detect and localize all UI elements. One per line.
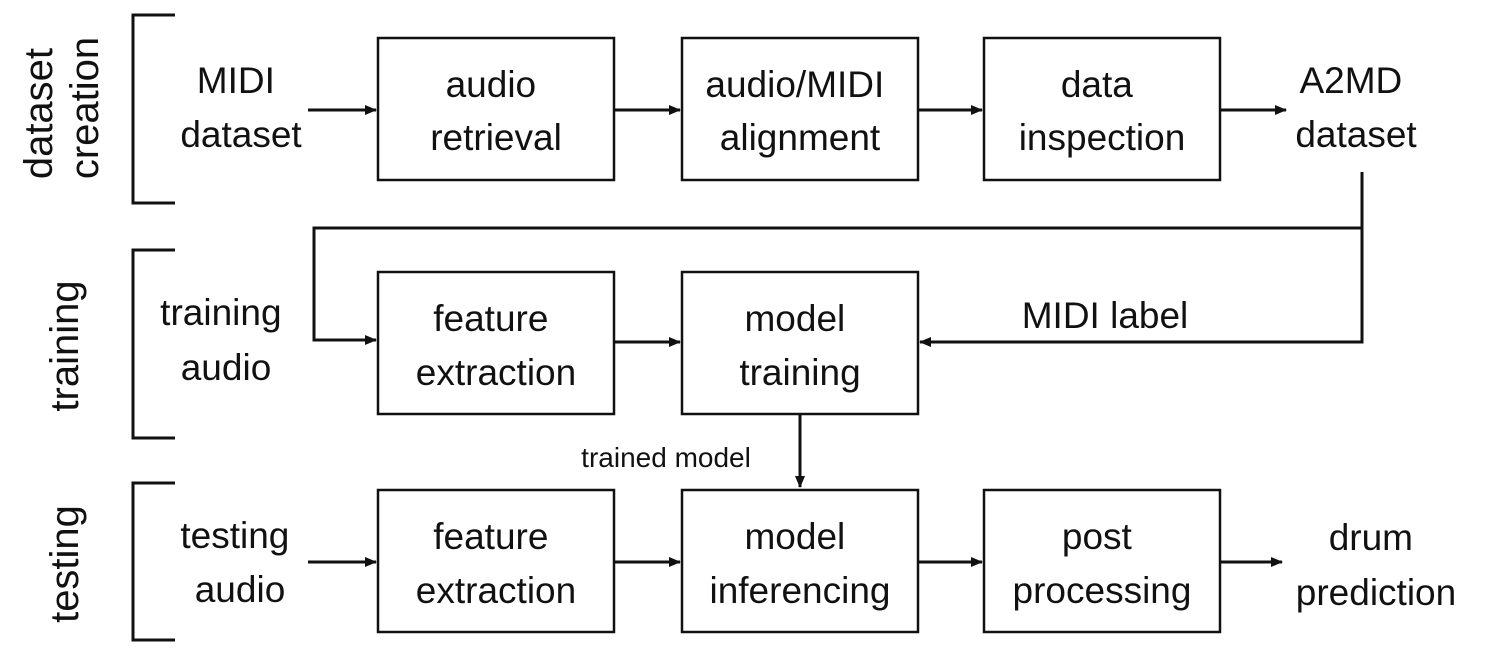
midi-label-text: MIDI label bbox=[1022, 295, 1189, 336]
feature-extraction-test-box bbox=[376, 488, 616, 634]
bracket-testing bbox=[131, 481, 175, 642]
drum-prediction-label: drum prediction bbox=[1296, 517, 1456, 613]
stage-label-training: training bbox=[43, 280, 87, 411]
testing-audio-label: testing audio bbox=[180, 515, 299, 610]
post-processing-label: post processing bbox=[1013, 516, 1192, 611]
data-inspection-box bbox=[982, 36, 1222, 182]
feature-extraction-test-label: feature extraction bbox=[416, 516, 576, 611]
midi-dataset-label: MIDI dataset bbox=[180, 60, 302, 155]
feature-extraction-train-label: feature extraction bbox=[416, 298, 576, 393]
feature-extraction-train-box bbox=[376, 270, 616, 416]
audio-retrieval-box bbox=[376, 36, 616, 182]
training-audio-label: training audio bbox=[160, 292, 292, 388]
model-training-label: model training bbox=[739, 298, 860, 393]
model-inferencing-box bbox=[680, 488, 920, 634]
connector-a2md-to-training-audio bbox=[312, 172, 1364, 345]
bracket-dataset-creation bbox=[131, 13, 175, 205]
data-inspection-label: data inspection bbox=[1019, 64, 1186, 158]
post-processing-box bbox=[982, 488, 1222, 634]
stage-label-testing: testing bbox=[43, 505, 87, 623]
connector-a2md-to-midi-label bbox=[919, 228, 1364, 347]
stage-label-dataset-creation: dataset creation bbox=[17, 37, 107, 179]
model-inferencing-label: model inferencing bbox=[709, 516, 890, 611]
alignment-label: audio/MIDI alignment bbox=[705, 64, 894, 158]
trained-model-label: trained model bbox=[581, 442, 751, 473]
alignment-box bbox=[680, 36, 920, 182]
audio-retrieval-label: audio retrieval bbox=[430, 64, 562, 158]
model-training-box bbox=[680, 270, 920, 416]
bracket-training bbox=[131, 248, 175, 440]
a2md-dataset-label: A2MD dataset bbox=[1295, 60, 1417, 155]
